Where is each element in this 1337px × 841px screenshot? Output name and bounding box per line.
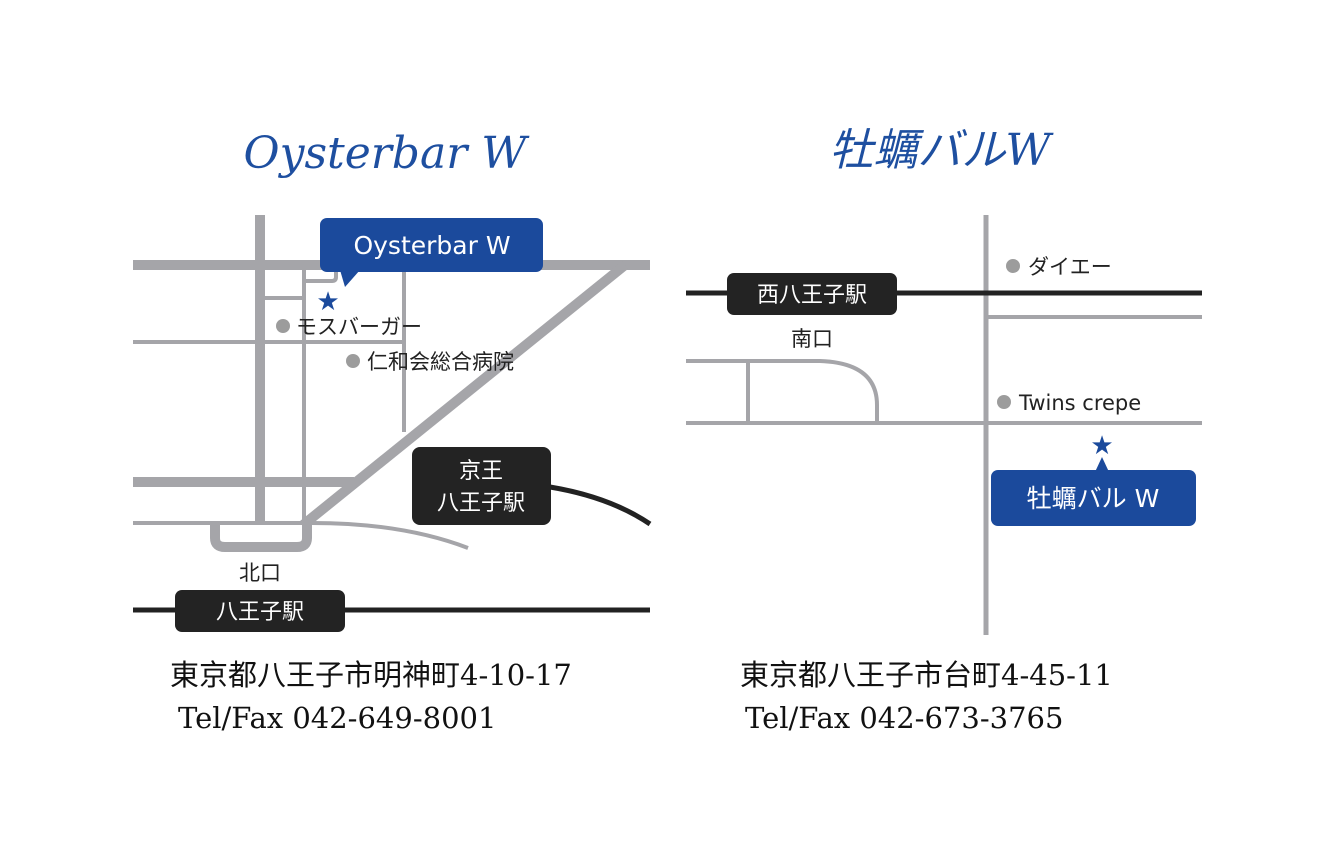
left-tel: Tel/Fax 042-649-8001 xyxy=(178,701,496,735)
svg-text:八王子駅: 八王子駅 xyxy=(437,491,525,516)
svg-text:モスバーガー: モスバーガー xyxy=(296,315,422,339)
left-title-logo: Oysterbar W xyxy=(244,128,531,179)
landmark-dot-icon xyxy=(346,354,360,368)
station-hachioji[interactable]: 八王子駅 xyxy=(175,590,345,632)
landmark-hospital: 仁和会総合病院 xyxy=(346,350,514,374)
location-star-icon: ★ xyxy=(316,287,339,317)
landmark-dot-icon xyxy=(276,319,290,333)
landmark-daiei: ダイエー xyxy=(1006,255,1112,279)
svg-text:Twins crepe: Twins crepe xyxy=(1018,391,1141,415)
right-map: 牡蠣バルW 西八王子駅 南口 ダイエー Twins crepe ★ 牡蠣バル W xyxy=(686,125,1202,735)
left-address: 東京都八王子市明神町4-10-17 xyxy=(170,658,572,692)
right-roads xyxy=(686,215,1202,635)
svg-text:ダイエー: ダイエー xyxy=(1028,255,1112,279)
right-callout[interactable]: 牡蠣バル W xyxy=(991,457,1196,526)
station-nishi-hachioji[interactable]: 西八王子駅 xyxy=(727,273,897,315)
keio-rail-line xyxy=(549,484,652,527)
station-keio-hachioji[interactable]: 京王 八王子駅 xyxy=(412,447,551,525)
landmark-dot-icon xyxy=(997,395,1011,409)
svg-text:西八王子駅: 西八王子駅 xyxy=(757,283,867,308)
svg-text:京王: 京王 xyxy=(459,459,503,484)
right-title-logo: 牡蠣バルW xyxy=(829,125,1054,176)
svg-text:仁和会総合病院: 仁和会総合病院 xyxy=(367,350,514,374)
north-exit-label: 北口 xyxy=(239,561,281,585)
right-address: 東京都八王子市台町4-45-11 xyxy=(740,658,1113,692)
left-callout[interactable]: Oysterbar W xyxy=(320,218,543,287)
landmark-twins-crepe: Twins crepe xyxy=(997,391,1141,415)
right-tel: Tel/Fax 042-673-3765 xyxy=(745,701,1063,735)
landmark-mos-burger: モスバーガー xyxy=(276,315,422,339)
svg-text:牡蠣バル W: 牡蠣バル W xyxy=(1027,484,1160,513)
svg-text:Oysterbar W: Oysterbar W xyxy=(353,231,510,260)
left-map: Oysterbar W 京王 八王子駅 八王子駅 北口 xyxy=(133,128,652,735)
south-exit-label: 南口 xyxy=(791,327,833,351)
svg-text:八王子駅: 八王子駅 xyxy=(216,600,304,625)
landmark-dot-icon xyxy=(1006,259,1020,273)
location-star-icon: ★ xyxy=(1090,431,1113,461)
